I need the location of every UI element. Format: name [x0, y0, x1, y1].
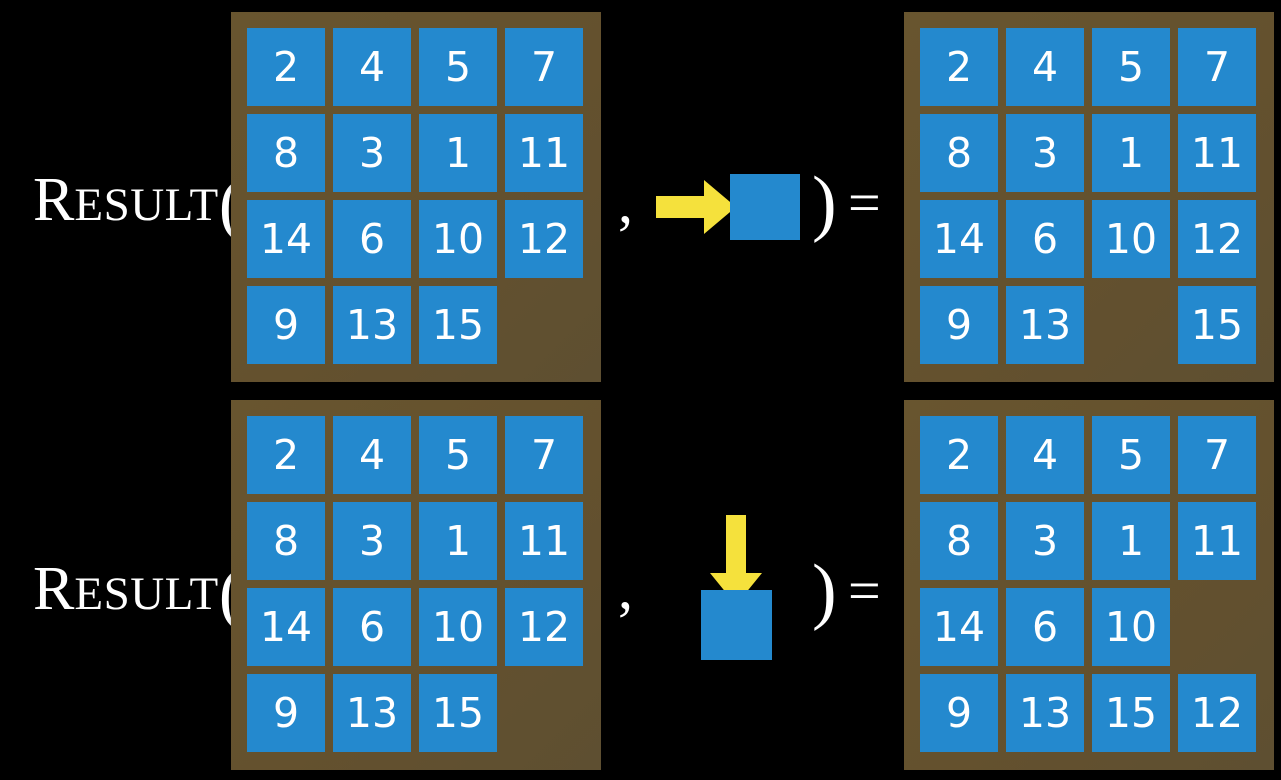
tile[interactable]: 8: [920, 114, 998, 192]
tile-empty[interactable]: [1092, 286, 1170, 364]
tile[interactable]: 12: [1178, 674, 1256, 752]
tile[interactable]: 2: [920, 416, 998, 494]
comma-row-2: ,: [618, 555, 633, 621]
tile[interactable]: 3: [1006, 114, 1084, 192]
tile[interactable]: 6: [1006, 588, 1084, 666]
tile[interactable]: 1: [1092, 502, 1170, 580]
tile[interactable]: 3: [333, 502, 411, 580]
tile[interactable]: 12: [505, 200, 583, 278]
tile[interactable]: 2: [247, 28, 325, 106]
tile[interactable]: 9: [247, 286, 325, 364]
tile[interactable]: 13: [333, 286, 411, 364]
tile[interactable]: 14: [920, 200, 998, 278]
tile[interactable]: 12: [1178, 200, 1256, 278]
tile-empty[interactable]: [505, 674, 583, 752]
tile[interactable]: 5: [419, 28, 497, 106]
tile[interactable]: 9: [247, 674, 325, 752]
tile[interactable]: 4: [1006, 416, 1084, 494]
tile[interactable]: 15: [1092, 674, 1170, 752]
tile-empty[interactable]: [1178, 588, 1256, 666]
tile[interactable]: 2: [247, 416, 325, 494]
equals-row-2: =: [848, 558, 881, 623]
tile[interactable]: 1: [1092, 114, 1170, 192]
comma-row-1: ,: [618, 169, 633, 235]
tile[interactable]: 2: [920, 28, 998, 106]
tile[interactable]: 4: [333, 28, 411, 106]
close-paren-row-1: ): [812, 162, 837, 244]
result-label-rest: ESULT: [74, 568, 219, 620]
tile[interactable]: 13: [1006, 286, 1084, 364]
tile[interactable]: 4: [333, 416, 411, 494]
action-tile-row-2[interactable]: [701, 590, 772, 660]
result-label-initial: R: [33, 166, 75, 234]
tile[interactable]: 10: [1092, 588, 1170, 666]
result-label-rest: ESULT: [74, 179, 219, 231]
tile[interactable]: 7: [505, 28, 583, 106]
board-input-row-1[interactable]: 2 4 5 7 8 3 1 11 14 6 10 12 9 13 15: [231, 12, 601, 382]
tile[interactable]: 8: [247, 114, 325, 192]
tile[interactable]: 15: [1178, 286, 1256, 364]
tile[interactable]: 11: [1178, 502, 1256, 580]
tile[interactable]: 9: [920, 674, 998, 752]
tile[interactable]: 11: [505, 114, 583, 192]
equals-row-1: =: [848, 170, 881, 235]
tile[interactable]: 1: [419, 114, 497, 192]
tile[interactable]: 5: [1092, 416, 1170, 494]
action-tile-row-1[interactable]: [730, 174, 800, 240]
board-input-row-2[interactable]: 2 4 5 7 8 3 1 11 14 6 10 12 9 13 15: [231, 400, 601, 770]
tile[interactable]: 6: [333, 588, 411, 666]
tile[interactable]: 11: [505, 502, 583, 580]
tile[interactable]: 14: [920, 588, 998, 666]
tile[interactable]: 14: [247, 200, 325, 278]
board-output-row-1[interactable]: 2 4 5 7 8 3 1 11 14 6 10 12 9 13 15: [904, 12, 1274, 382]
tile[interactable]: 6: [1006, 200, 1084, 278]
tile[interactable]: 10: [419, 588, 497, 666]
tile[interactable]: 14: [247, 588, 325, 666]
arrow-down-icon: [710, 515, 762, 605]
tile[interactable]: 13: [333, 674, 411, 752]
tile[interactable]: 5: [1092, 28, 1170, 106]
tile[interactable]: 15: [419, 286, 497, 364]
tile[interactable]: 10: [419, 200, 497, 278]
tile[interactable]: 13: [1006, 674, 1084, 752]
tile[interactable]: 15: [419, 674, 497, 752]
tile-empty[interactable]: [505, 286, 583, 364]
tile[interactable]: 9: [920, 286, 998, 364]
tile[interactable]: 4: [1006, 28, 1084, 106]
tile[interactable]: 6: [333, 200, 411, 278]
tile[interactable]: 8: [920, 502, 998, 580]
close-paren-row-2: ): [812, 550, 837, 632]
tile[interactable]: 11: [1178, 114, 1256, 192]
tile[interactable]: 8: [247, 502, 325, 580]
tile[interactable]: 5: [419, 416, 497, 494]
tile[interactable]: 12: [505, 588, 583, 666]
tile[interactable]: 1: [419, 502, 497, 580]
tile[interactable]: 7: [505, 416, 583, 494]
arrow-right-icon: [656, 180, 736, 234]
board-output-row-2[interactable]: 2 4 5 7 8 3 1 11 14 6 10 9 13 15 12: [904, 400, 1274, 770]
tile[interactable]: 7: [1178, 416, 1256, 494]
result-label-initial: R: [33, 555, 75, 623]
tile[interactable]: 3: [1006, 502, 1084, 580]
tile[interactable]: 7: [1178, 28, 1256, 106]
tile[interactable]: 3: [333, 114, 411, 192]
tile[interactable]: 10: [1092, 200, 1170, 278]
